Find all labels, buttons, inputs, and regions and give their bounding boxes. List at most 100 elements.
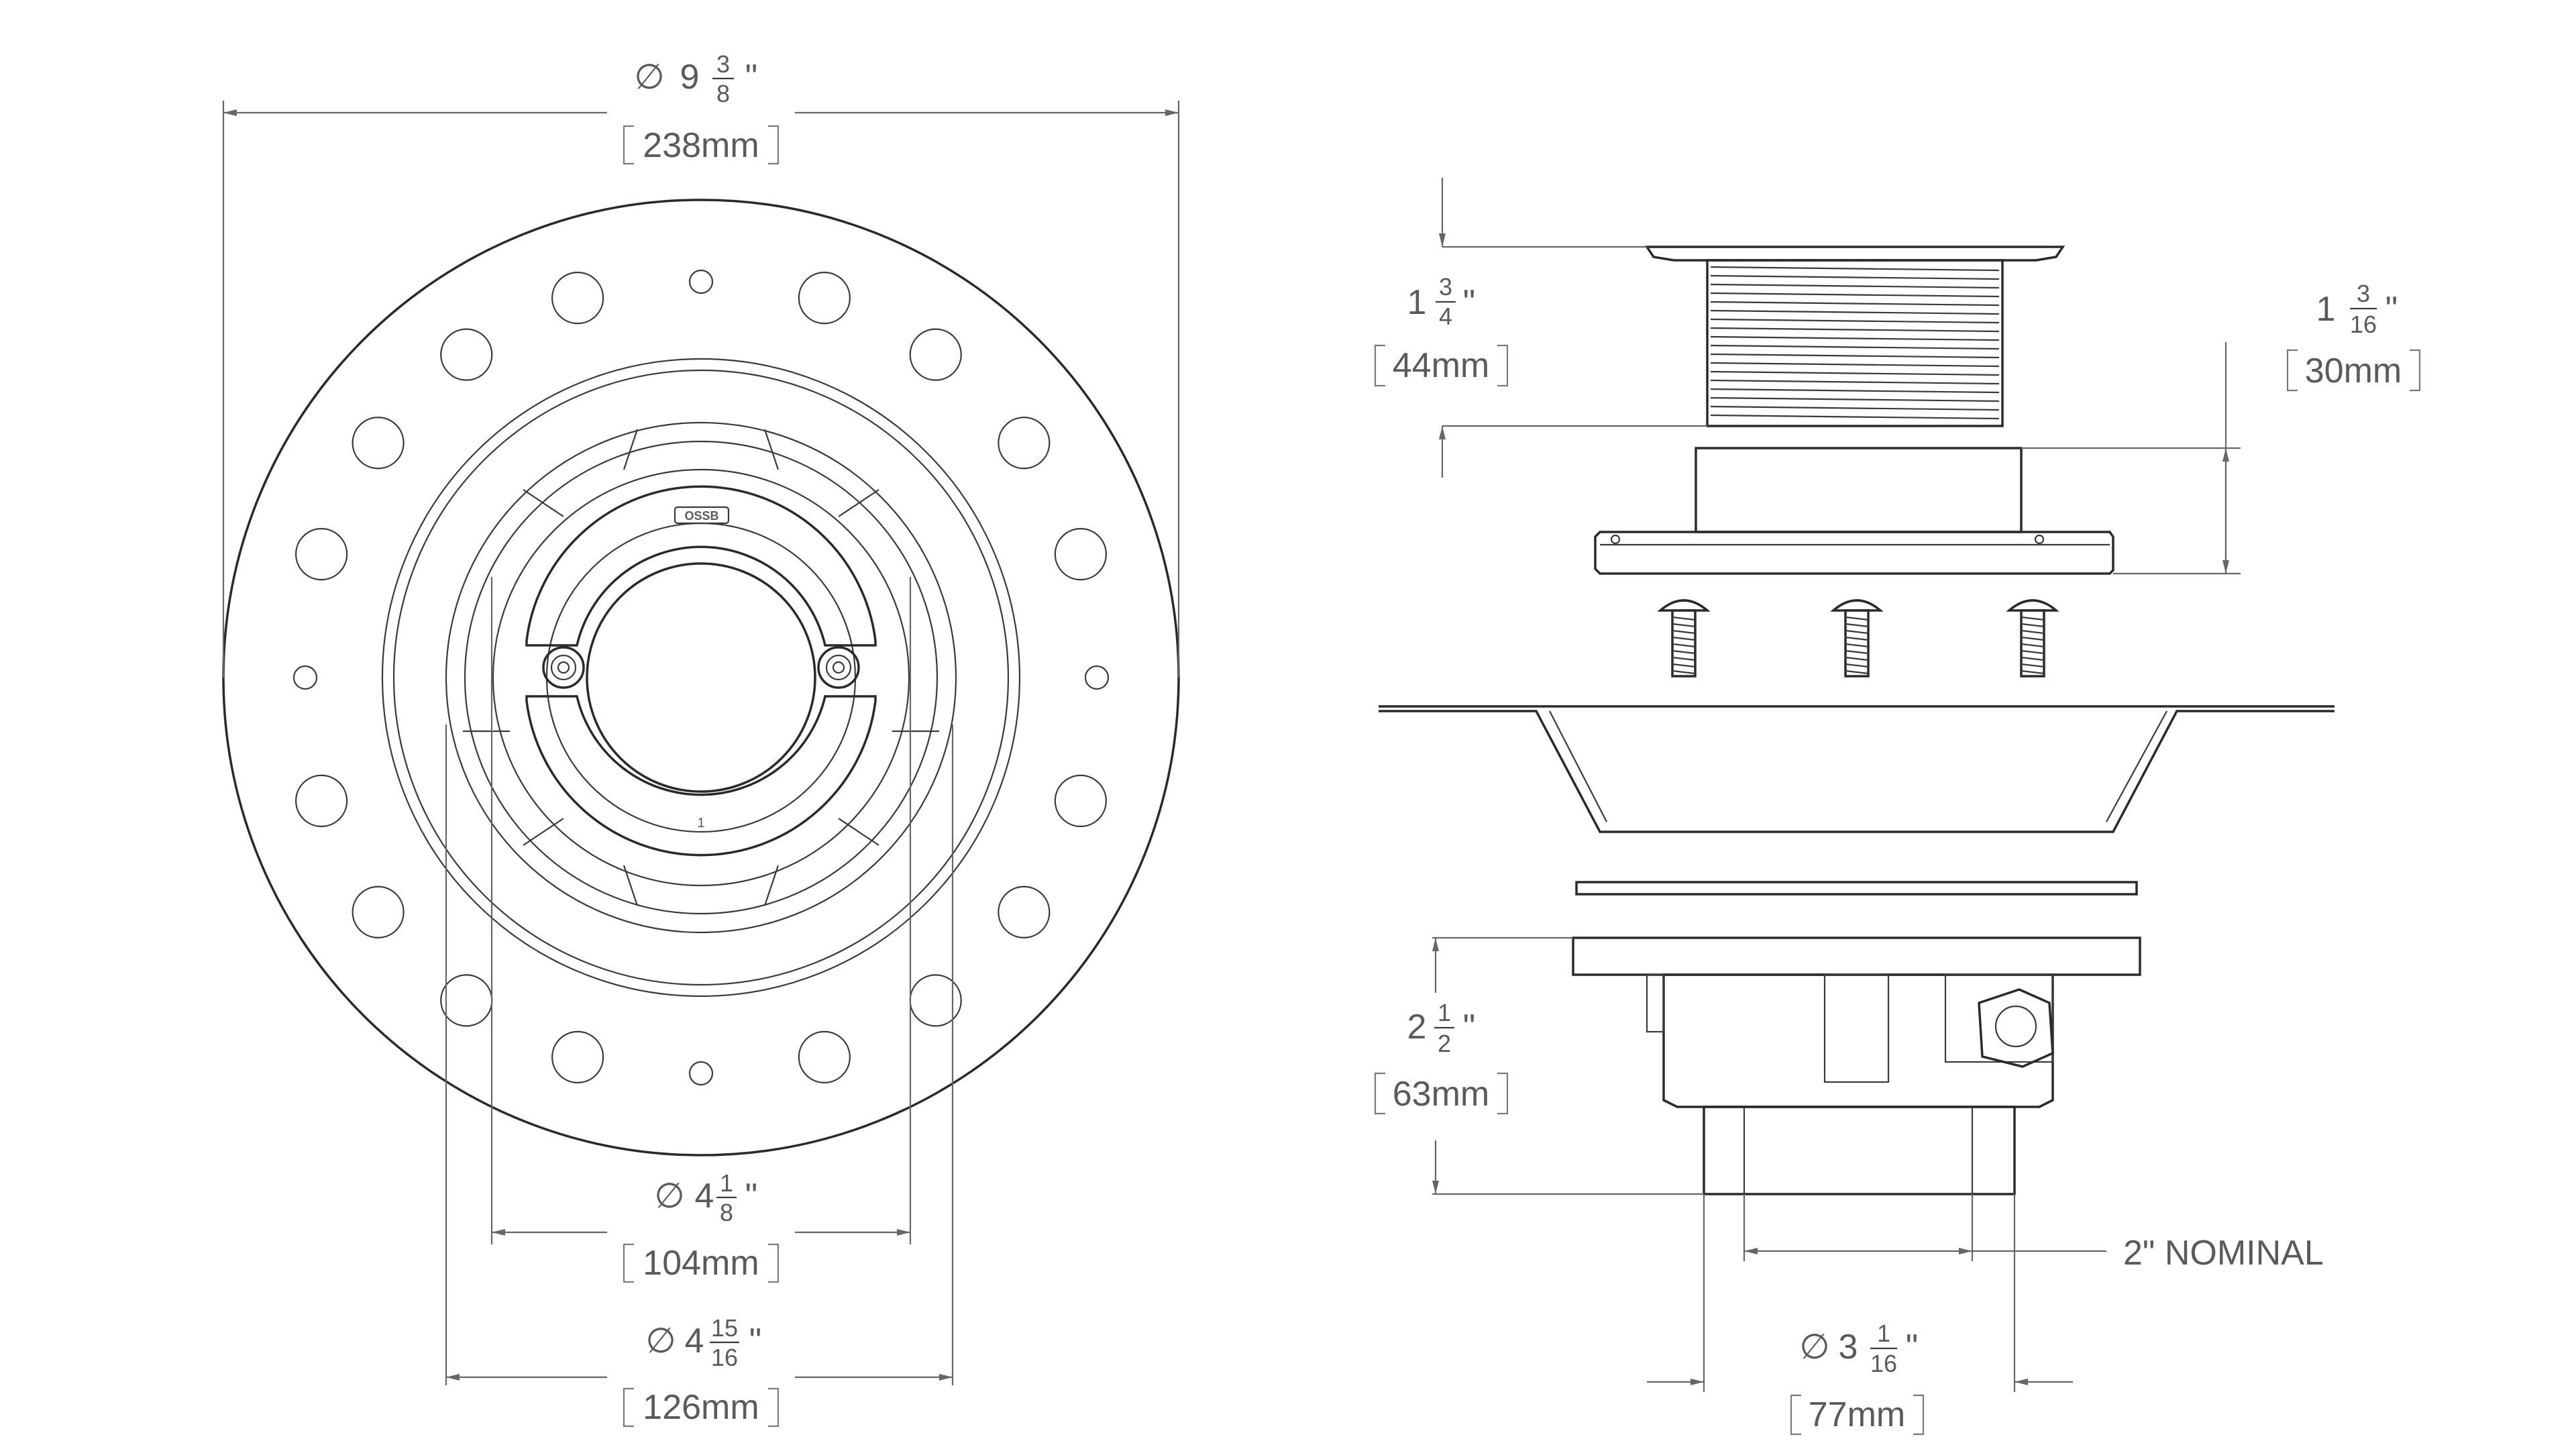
body-boss-right — [1944, 973, 2054, 1063]
thread-line — [1710, 414, 2000, 420]
flange-hole — [998, 417, 1051, 470]
thread-line — [1710, 327, 2000, 333]
flange-inner-circle — [381, 358, 1021, 998]
thread-line — [1710, 388, 2000, 394]
thread-line — [1710, 353, 2000, 359]
svg-text:1: 1 — [1877, 1320, 1890, 1347]
adjust-ring-upper — [525, 485, 877, 647]
flange-hole — [1054, 774, 1107, 827]
screw — [1830, 599, 1884, 678]
body-ribs — [463, 429, 939, 906]
clamp-screw-left — [542, 646, 585, 689]
svg-text:9: 9 — [680, 58, 700, 97]
svg-text:": " — [749, 1322, 761, 1360]
adjust-ring-lower — [525, 695, 877, 857]
outlet-ring — [492, 468, 910, 887]
thread-lines — [1710, 266, 2000, 420]
top-view: OSSB 1 ∅ 9 3 8 " 238mm ∅ 4 1 8 " — [222, 50, 1180, 1428]
flange-holes — [292, 269, 1110, 1086]
svg-text:63mm: 63mm — [1393, 1075, 1489, 1114]
svg-text:126mm: 126mm — [643, 1388, 759, 1427]
thread-line — [1710, 301, 2000, 307]
clamp-screws — [1657, 599, 2059, 678]
thread-line — [1710, 335, 2000, 341]
flange-hole — [551, 272, 604, 325]
svg-text:238mm: 238mm — [643, 126, 759, 165]
svg-text:104mm: 104mm — [643, 1244, 759, 1283]
svg-text:16: 16 — [1870, 1350, 1897, 1377]
thread-line — [1710, 318, 2000, 324]
svg-text:2: 2 — [1438, 1030, 1451, 1057]
svg-text:8: 8 — [716, 80, 730, 107]
svg-text:2: 2 — [1407, 1008, 1427, 1046]
logo-plate — [674, 506, 730, 525]
adjust-collar — [1695, 447, 2023, 533]
flange-hole — [440, 328, 493, 381]
flange-hole — [295, 528, 348, 581]
strainer-ring — [545, 522, 857, 833]
svg-text:": " — [2385, 290, 2398, 329]
dim-outlet-diameter: ∅ 3 1 16 " 77mm — [1790, 1320, 1925, 1436]
body-ring — [464, 440, 938, 915]
thread-line — [1710, 344, 2000, 350]
thread-line — [1710, 379, 2000, 385]
screw — [1657, 599, 1711, 678]
svg-text:1: 1 — [1407, 283, 1427, 322]
thread-line — [1710, 396, 2000, 402]
svg-text:": " — [1463, 283, 1475, 322]
thread-line — [1710, 362, 2000, 368]
flange-hole — [798, 272, 851, 325]
svg-text:": " — [745, 58, 757, 97]
flange-hole — [688, 1061, 714, 1086]
svg-text:": " — [1906, 1328, 1918, 1366]
body-lug-left — [1646, 973, 1665, 1033]
svg-text:3: 3 — [1839, 1328, 1858, 1366]
svg-text:": " — [745, 1177, 757, 1216]
svg-text:4: 4 — [1439, 303, 1452, 330]
flange-hole — [998, 885, 1051, 938]
thread-line — [1710, 292, 2000, 298]
flange-hole — [909, 974, 962, 1027]
svg-text:1: 1 — [2316, 290, 2336, 329]
side-view: 1 3 4 " 44mm 1 3 16 " 30mm — [1374, 178, 2421, 1436]
flange-hole — [352, 417, 405, 470]
svg-text:8: 8 — [720, 1199, 733, 1226]
svg-text:∅: ∅ — [654, 1177, 684, 1216]
body-shell — [1662, 973, 2054, 1108]
svg-text:1: 1 — [1438, 999, 1451, 1026]
clamp-ring-inner — [445, 421, 957, 934]
svg-text:4: 4 — [695, 1177, 714, 1216]
dim-adjust-height: 1 3 16 " 30mm — [2286, 280, 2421, 392]
flange-hole — [292, 665, 318, 690]
svg-text:4: 4 — [685, 1322, 704, 1360]
svg-text:16: 16 — [711, 1344, 738, 1371]
clamp-ring-outer — [392, 369, 1010, 986]
svg-text:∅: ∅ — [634, 58, 664, 97]
thread-line — [1710, 283, 2000, 289]
svg-text:": " — [1463, 1008, 1475, 1046]
outlet-bore — [586, 562, 816, 793]
logo-text: OSSB — [684, 509, 718, 523]
svg-text:1: 1 — [720, 1169, 733, 1197]
svg-text:3: 3 — [716, 50, 730, 78]
flange-hole — [551, 1030, 604, 1083]
position-mark: 1 — [697, 816, 704, 830]
strainer-thread — [1706, 259, 2004, 427]
body-boss — [1823, 973, 1890, 1083]
thread-line — [1710, 274, 2000, 280]
thread-line — [1710, 266, 2000, 272]
gasket — [1575, 881, 2138, 896]
svg-text:∅: ∅ — [1799, 1328, 1829, 1366]
flange-hole — [295, 774, 348, 827]
dim-inner-diameter: ∅ 4 1 8 " 104mm — [623, 1169, 780, 1283]
dim-overall-diameter: ∅ 9 3 8 " 238mm — [623, 50, 780, 165]
nominal-label: 2" NOMINAL — [2123, 1234, 2324, 1273]
svg-text:∅: ∅ — [645, 1322, 676, 1360]
flange-hole — [1054, 528, 1107, 581]
outlet-pipe — [1703, 1106, 2016, 1195]
svg-text:44mm: 44mm — [1393, 346, 1489, 385]
svg-text:30mm: 30mm — [2305, 352, 2402, 390]
clamp-plate — [1594, 531, 2114, 575]
flange-hole — [352, 885, 405, 938]
